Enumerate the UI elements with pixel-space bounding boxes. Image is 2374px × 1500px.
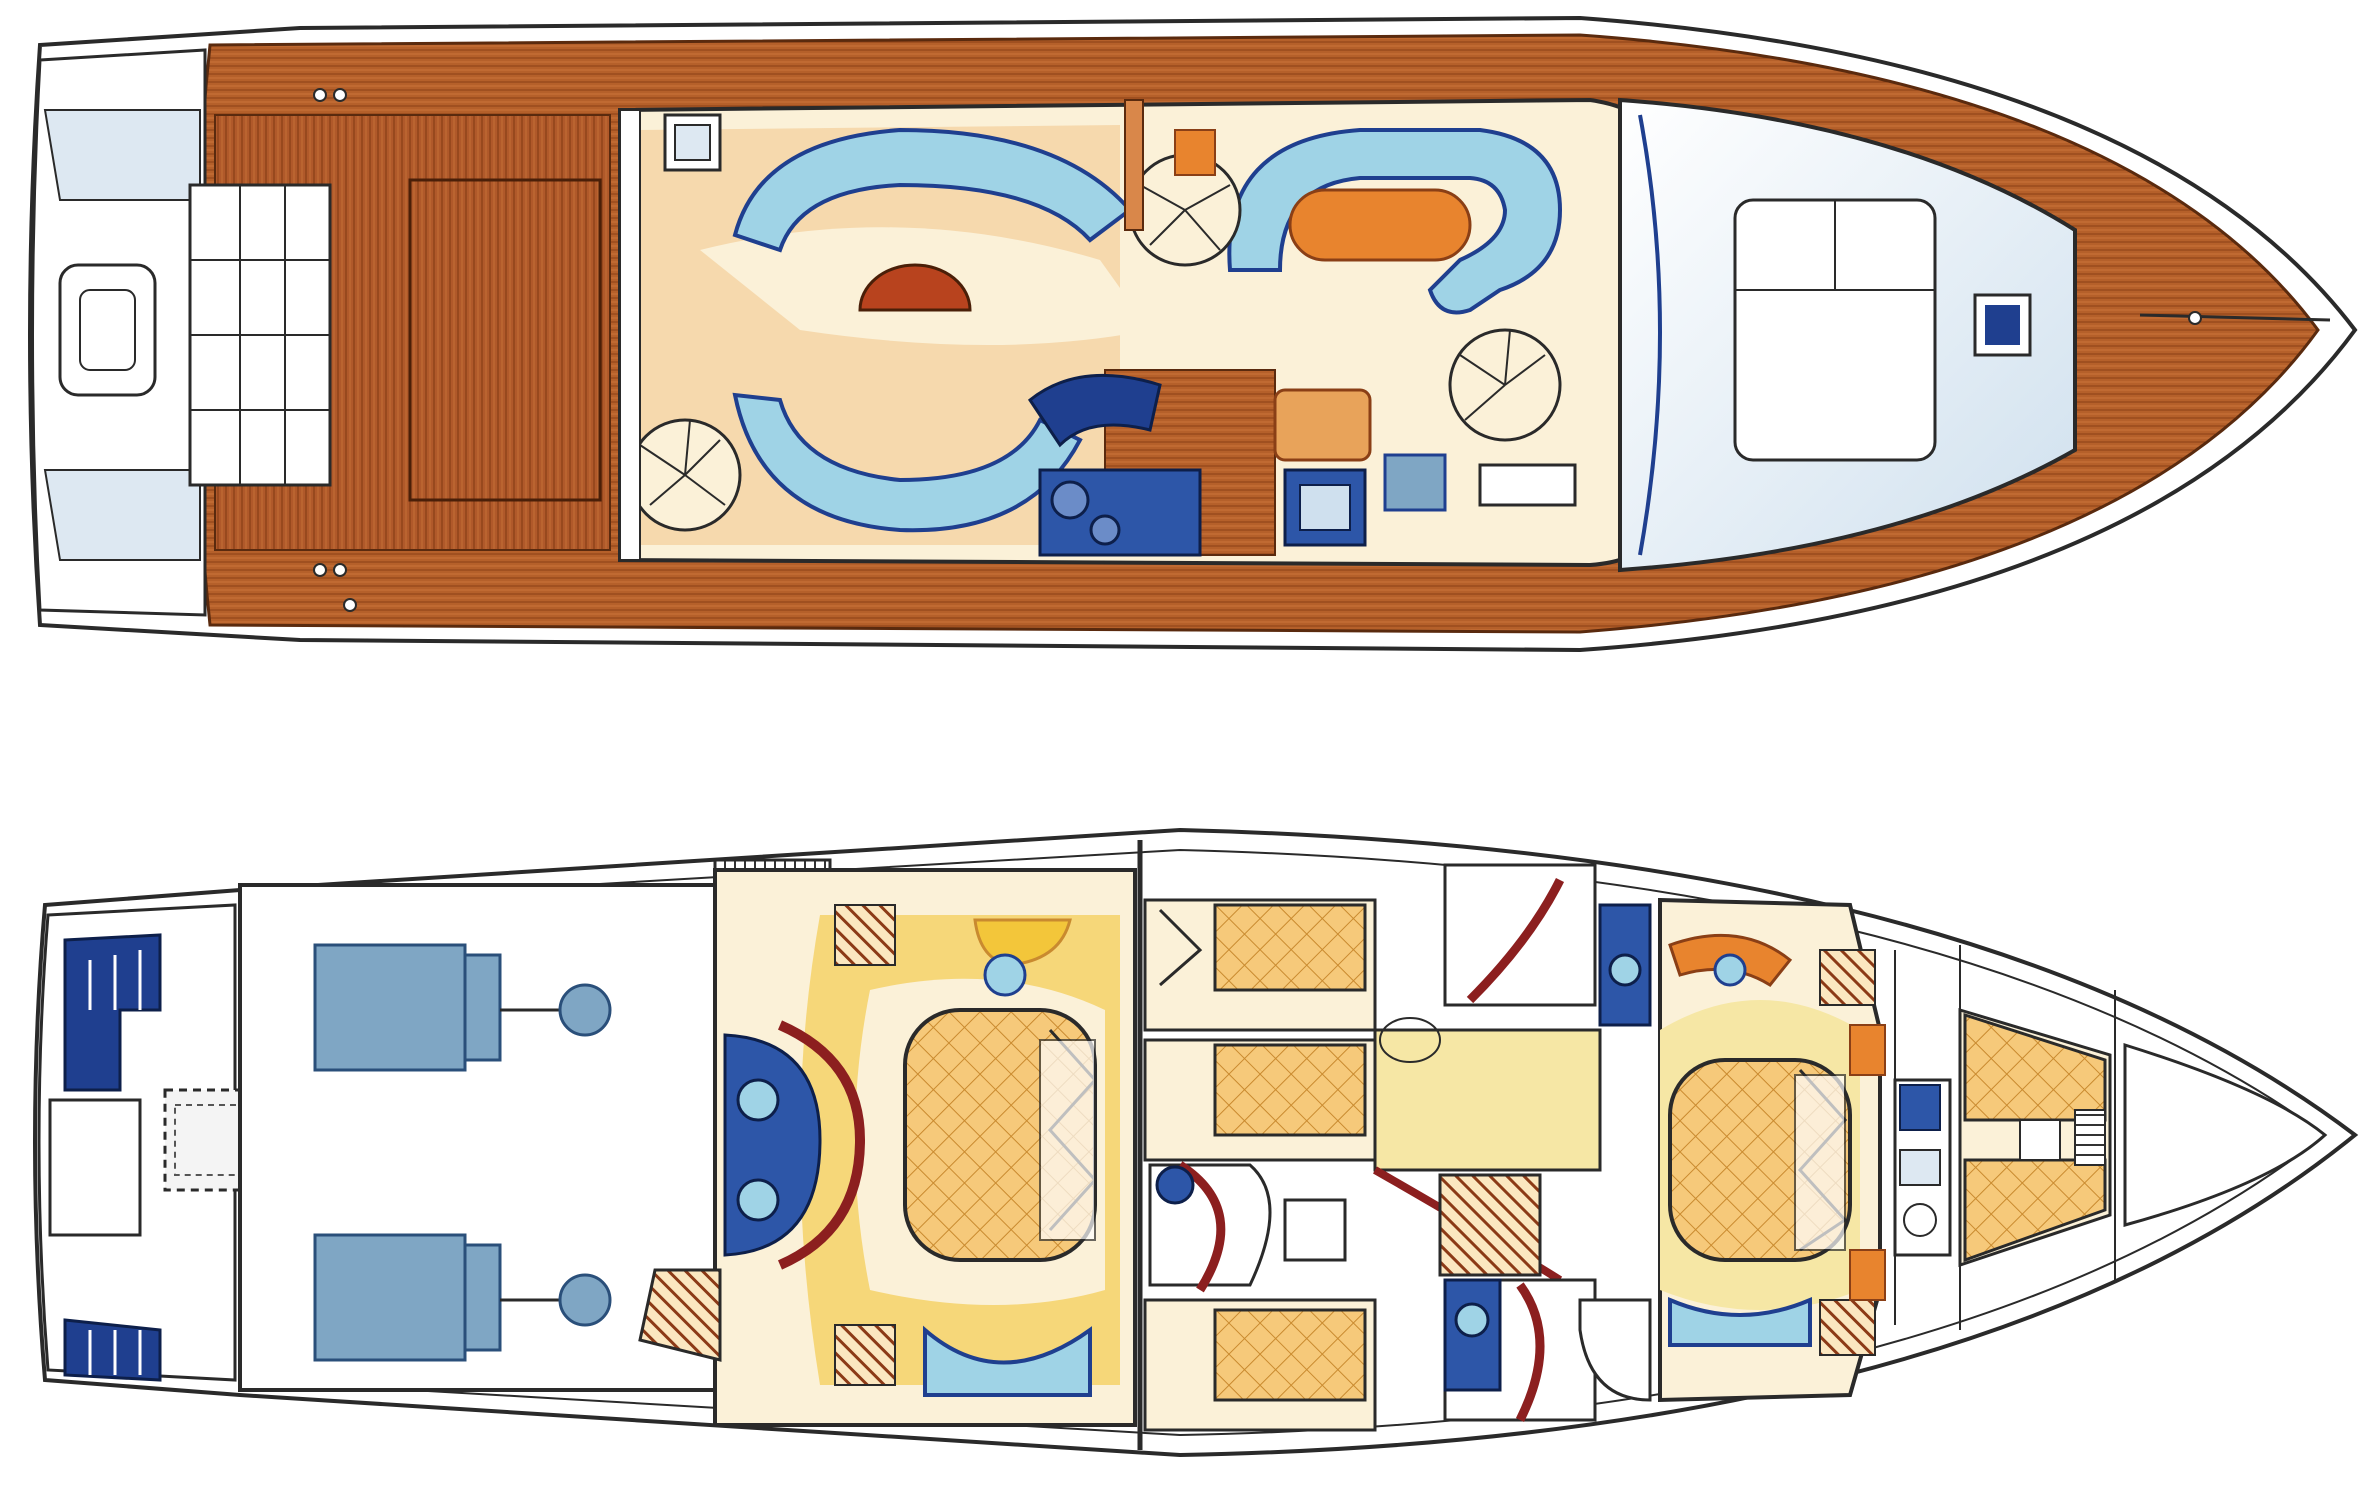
upper-deck-plan [28, 15, 2358, 653]
owner-basin-1 [736, 1078, 780, 1122]
helm-wheel [1050, 480, 1090, 520]
forward-hatch-glass [1985, 305, 2020, 345]
vip-head-basin-top [1608, 953, 1642, 987]
lazarette-step-bottom [63, 1318, 162, 1382]
guest-bed-port-pillows [1158, 908, 1203, 987]
vip-closet-bottom [1819, 1299, 1876, 1356]
lazarette-locker-1 [48, 1098, 142, 1237]
saloon-sofa-lower [732, 392, 1083, 533]
vip-pillow-area [1794, 1074, 1846, 1251]
owner-closet-bottom [834, 1324, 896, 1386]
guest-bed-stbd [1213, 1308, 1367, 1402]
helm-throttle [1478, 463, 1577, 507]
guest-head-basin [1155, 1165, 1195, 1205]
corridor-door [1379, 1017, 1441, 1063]
engine-port-block [463, 953, 502, 1062]
helm-seat [1273, 388, 1372, 462]
aft-sofa-cushions [190, 185, 330, 485]
dining-table [1288, 188, 1472, 262]
owner-basin [983, 953, 1027, 997]
helm-steering-column [1383, 453, 1447, 512]
helm-chart-inner [1299, 484, 1351, 531]
vip-basin [1713, 953, 1747, 987]
crew-head-fwd-sink [1899, 1149, 1941, 1186]
dining-sofa [1227, 128, 1563, 315]
crew-head-fwd-toilet [1903, 1203, 1937, 1237]
owner-closet-top [834, 904, 896, 966]
galley-cabinet [1174, 129, 1216, 176]
windshield-frame [1638, 114, 1662, 556]
stern-shading-bottom [43, 469, 201, 561]
helm-gauge [1089, 514, 1121, 546]
vip-shelf-top [1849, 1024, 1886, 1076]
owner-pillow-area [1039, 1039, 1096, 1241]
stern-shading-top [43, 109, 201, 201]
saloon-semicircle-table [858, 263, 972, 312]
crew-head-fwd-fixture [1899, 1084, 1941, 1131]
guest-bed-port [1213, 903, 1367, 992]
forepeak-sink [2019, 1119, 2061, 1161]
guest-head-wall [1177, 1161, 1226, 1293]
vip-head-top-wall [1466, 877, 1565, 1004]
vip-head-basin-bottom [1454, 1302, 1490, 1338]
lazarette-ribs-bottom [88, 1330, 142, 1375]
vip-shower [1578, 1298, 1652, 1402]
aft-hatch [408, 178, 602, 502]
column-divider [1124, 99, 1144, 231]
owner-sofa [923, 1325, 1092, 1397]
vip-head-bottom-wall [1515, 1282, 1545, 1423]
stern-seat-inner [79, 289, 136, 371]
vip-head-top [1443, 863, 1597, 1007]
engine-stbd-block [463, 1243, 502, 1352]
bow-cleat [2188, 311, 2202, 325]
vip-stairs [1438, 1173, 1542, 1277]
vip-closet-top [1819, 949, 1876, 1006]
propeller-port [558, 983, 612, 1037]
chain-locker [2123, 1042, 2328, 1227]
helm-console [1027, 373, 1162, 448]
forepeak-shelf [2074, 1109, 2106, 1166]
lower-deck-plan [33, 827, 2359, 1458]
central-corridor [1373, 1028, 1602, 1172]
owner-ensuite-wall [777, 1020, 866, 1270]
spiral-stair-aft [628, 418, 742, 532]
side-deck-cleats [313, 88, 357, 612]
engine-stbd [313, 1233, 467, 1362]
propeller-stbd [558, 1273, 612, 1327]
owner-stairs [638, 1268, 722, 1362]
bow-pulpit [2139, 313, 2331, 322]
spiral-stair-fwd [1448, 328, 1562, 442]
owner-basin-2 [736, 1178, 780, 1222]
engine-port [313, 943, 467, 1072]
wet-bar-inner [674, 124, 711, 161]
vip-head-bottom-fixture [1443, 1278, 1502, 1392]
vip-sofa [1668, 1296, 1812, 1347]
vip-shelf-bottom [1849, 1249, 1886, 1301]
guest-shower [1283, 1198, 1347, 1262]
guest-bed-mid [1213, 1043, 1367, 1137]
lazarette-ribs-top [88, 950, 142, 1010]
saloon-door-frame [619, 109, 641, 561]
